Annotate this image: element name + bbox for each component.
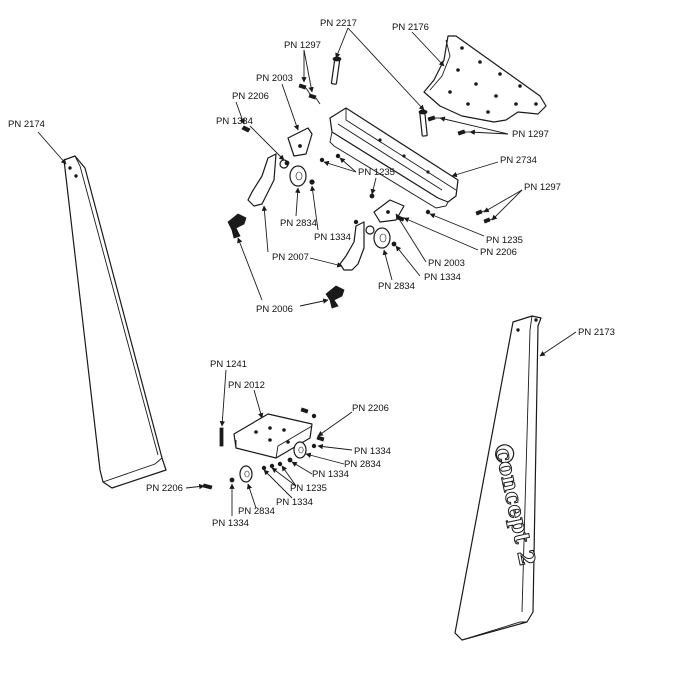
label-pn2834-top: PN 2834 (280, 218, 317, 229)
bolt-pn2217-left (330, 56, 342, 85)
label-pn2003-top: PN 2003 (256, 73, 293, 84)
label-pn1334-b4: PN 1334 (212, 518, 249, 529)
wheel-pn2834-lower (373, 227, 391, 249)
label-pn2834-right: PN 2834 (378, 281, 415, 292)
label-pn1297-top: PN 1297 (284, 40, 321, 51)
label-pn2173: PN 2173 (578, 327, 615, 338)
knob-pn2006-lower (325, 285, 345, 309)
label-pn1334-right: PN 1334 (424, 272, 461, 283)
label-pn2206-bot: PN 2206 (352, 403, 389, 414)
label-pn2217: PN 2217 (320, 18, 357, 29)
label-pn1297-right: PN 1297 (512, 129, 549, 140)
mounting-plate-pn2176 (423, 35, 547, 123)
lower-hardware (202, 407, 325, 490)
label-pn2206-right: PN 2206 (480, 247, 517, 258)
label-pn2834-b2: PN 2834 (238, 506, 275, 517)
label-pn1334-mid: PN 1334 (314, 232, 351, 243)
right-leg-pn2173: concept 2 (454, 315, 542, 641)
knob-pn2006-upper (227, 213, 247, 239)
wheel-pn2834-upper (289, 165, 307, 187)
label-pn1235-bot: PN 1235 (290, 483, 327, 494)
label-pn1334-b1: PN 1334 (354, 446, 391, 457)
bolt-pn2217-right (418, 109, 428, 137)
label-pn2003-right: PN 2003 (428, 258, 465, 269)
label-pn2734: PN 2734 (500, 155, 537, 166)
label-pn1297-far: PN 1297 (524, 182, 561, 193)
part-labels: PN 2217 PN 2176 PN 1297 PN 2003 PN 2206 … (8, 18, 615, 529)
bracket-pn2003-upper (287, 127, 313, 157)
label-pn2206-left: PN 2206 (146, 483, 183, 494)
label-pn2174: PN 2174 (8, 119, 45, 130)
carriage-plate-pn2012 (233, 413, 313, 459)
label-pn1235-right: PN 1235 (486, 235, 523, 246)
label-pn2007: PN 2007 (272, 252, 309, 263)
label-pn1241: PN 1241 (210, 359, 247, 370)
label-pn2206-top: PN 2206 (232, 91, 269, 102)
left-leg-pn2174 (63, 155, 167, 489)
arm-pn2007-lower (339, 221, 375, 271)
channel-pn2734 (329, 107, 459, 209)
label-pn1334-b2: PN 1334 (312, 469, 349, 480)
arm-pn2007-upper (247, 153, 289, 207)
leader-lines (37, 27, 577, 516)
label-pn1334-b3: PN 1334 (276, 497, 313, 508)
label-pn2012: PN 2012 (228, 380, 265, 391)
plate-holes (448, 46, 538, 114)
label-pn2834-b1: PN 2834 (344, 459, 381, 470)
label-pn2176: PN 2176 (392, 22, 429, 33)
screws-pn1297 (298, 83, 496, 224)
label-pn1334-top: PN 1334 (216, 116, 253, 127)
label-pn1235-top: PN 1235 (358, 167, 395, 178)
label-pn2006: PN 2006 (256, 304, 293, 315)
